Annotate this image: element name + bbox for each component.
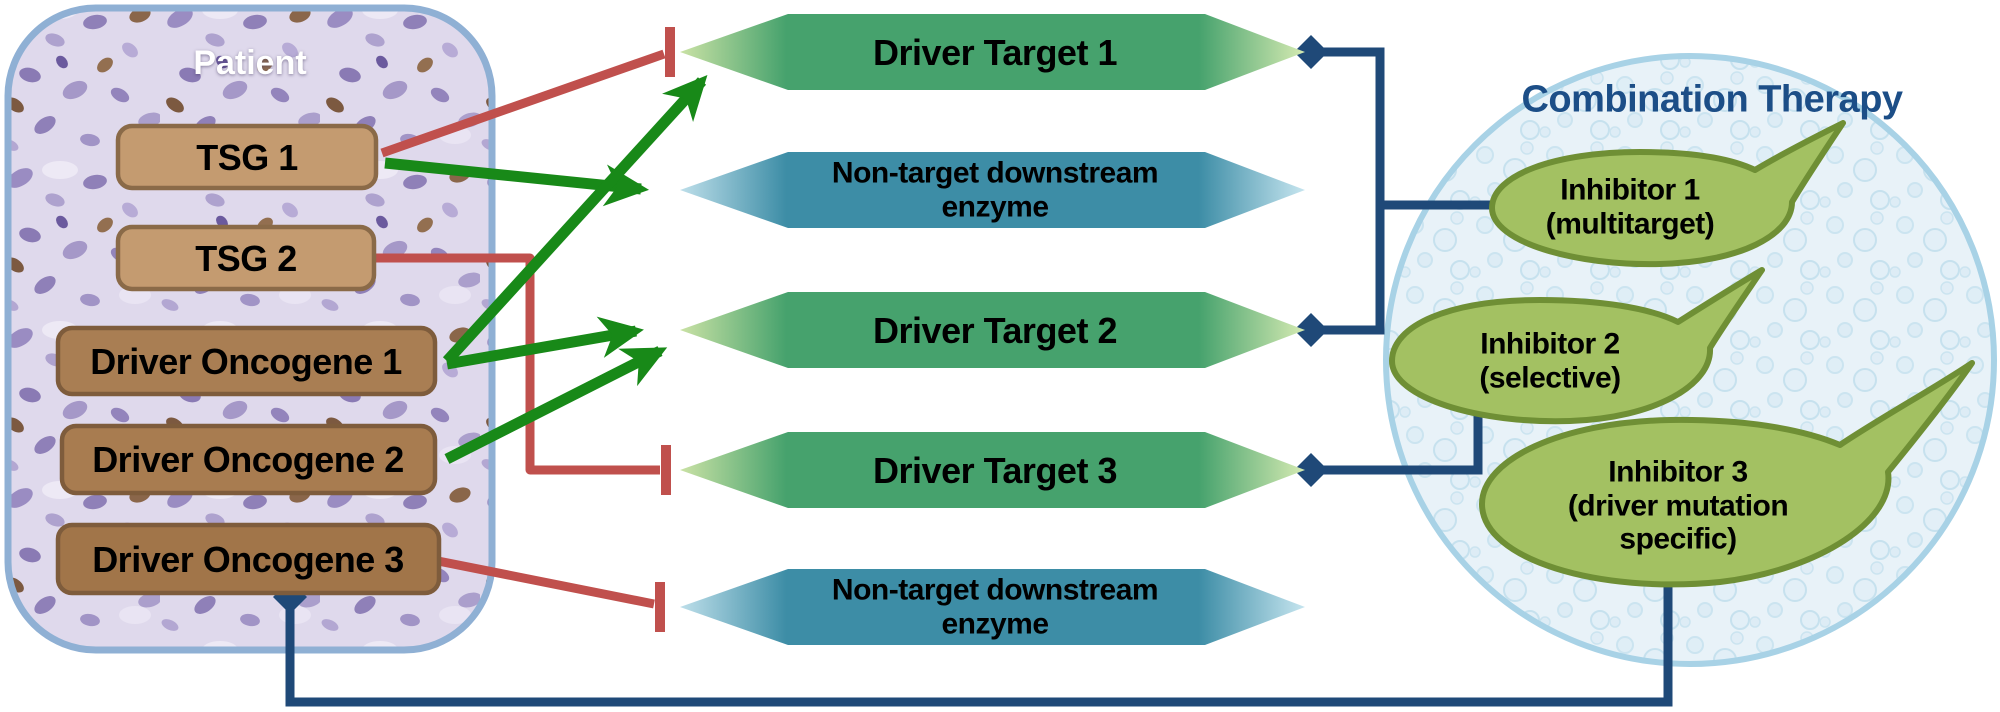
link-inhibitor1-targets: [1312, 47, 1385, 335]
activation-arrows: [384, 75, 708, 464]
tsg2-label: TSG 2: [195, 237, 297, 279]
driver-oncogene3-box: [55, 522, 442, 596]
diamond-icon: [1294, 453, 1328, 487]
inhibitor1-leaf: [1489, 120, 1846, 268]
driver-oncogene2-box: [59, 423, 438, 496]
inhibitor3-name: Inhibitor 3: [1608, 455, 1748, 489]
inhibitor2-label: Inhibitor 2 (selective): [1479, 327, 1621, 394]
non-target-enzyme-top-shape: [680, 152, 1305, 228]
driver-target-2-shape: [680, 292, 1305, 368]
patient-title: Patient: [193, 43, 307, 82]
tsg1-label: TSG 1: [196, 136, 298, 178]
inhibitor3-leaf: [1479, 360, 1975, 588]
inhibitor3-label: Inhibitor 3 (driver mutation specific): [1567, 455, 1789, 557]
inhibitor1-label: Inhibitor 1 (multitarget): [1546, 173, 1715, 240]
non-target-enzyme-top-label: Non-target downstream enzyme: [831, 156, 1159, 223]
driver-oncogene1-box: [55, 325, 438, 397]
tsg1-box: [115, 123, 379, 191]
inhibitor2-leaf: [1389, 267, 1765, 425]
activation-oncogene1-target1: [442, 75, 708, 365]
inhibitor1-type: (multitarget): [1545, 207, 1715, 240]
enzyme-top-line2: enzyme: [941, 190, 1049, 223]
diamond-arrowheads: [273, 35, 1328, 614]
driver-target-3-shape: [680, 432, 1305, 508]
link-inhibitor3-oncogene3: [285, 580, 1673, 707]
diamond-icon: [1294, 313, 1328, 347]
driver-target-1-label: Driver Target 1: [873, 31, 1117, 73]
inhibitor3-type-line2: specific): [1619, 522, 1737, 556]
diamond-icon: [1294, 35, 1328, 69]
tsg2-box: [115, 224, 377, 292]
drug-links: [285, 47, 1673, 707]
inhibition-oncogene3-enzyme: [427, 554, 665, 632]
driver-target-1-shape: [680, 14, 1305, 90]
activation-oncogene1-target2: [446, 316, 644, 370]
inhibitor1-name: Inhibitor 1: [1560, 173, 1700, 207]
activation-tsg1-enzyme: [384, 157, 650, 207]
non-target-enzyme-bottom-shape: [680, 569, 1305, 645]
inhibition-tsg2-target3: [376, 253, 671, 495]
driver-target-2-label: Driver Target 2: [873, 309, 1117, 351]
combination-therapy-title: Combination Therapy: [1521, 78, 1903, 121]
inhibition-tsg1-target1: [380, 27, 675, 158]
driver-oncogene2-label: Driver Oncogene 2: [92, 438, 404, 480]
driver-oncogene1-label: Driver Oncogene 1: [90, 340, 402, 382]
inhibitor2-name: Inhibitor 2: [1480, 327, 1620, 361]
activation-oncogene2-target2: [444, 346, 668, 464]
link-inhibitor2-target3: [1312, 416, 1483, 475]
driver-oncogene3-label: Driver Oncogene 3: [92, 538, 404, 580]
enzyme-top-line1: Non-target downstream: [831, 156, 1159, 190]
inhibitor2-type: (selective): [1479, 361, 1621, 394]
inhibitor3-type-line1: (driver mutation: [1567, 489, 1789, 523]
enzyme-bottom-line2: enzyme: [941, 607, 1049, 640]
enzyme-bottom-line1: Non-target downstream: [831, 573, 1159, 607]
driver-target-3-label: Driver Target 3: [873, 449, 1117, 491]
non-target-enzyme-bottom-label: Non-target downstream enzyme: [831, 573, 1159, 640]
